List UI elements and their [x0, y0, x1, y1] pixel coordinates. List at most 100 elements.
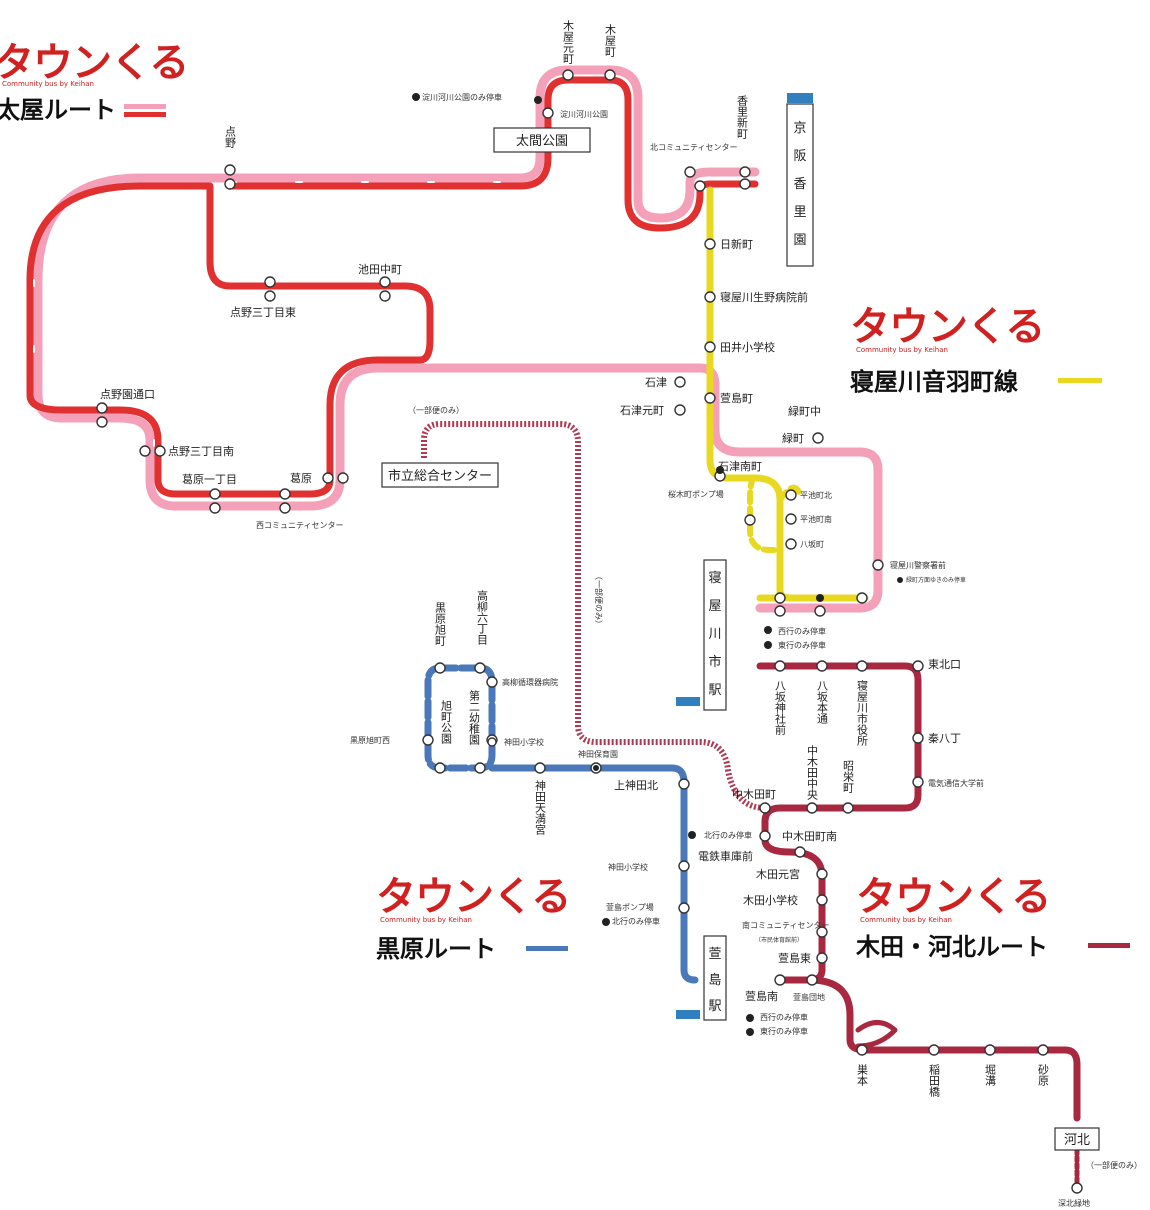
svg-text:寝: 寝 [708, 570, 721, 586]
stop-ikeda-2 [379, 290, 391, 302]
label-shimeno3s: 点野三丁目南 [168, 445, 234, 458]
label-sumimoto: 巣本 [856, 1064, 869, 1087]
shiritsu-note: （一部便のみ） [408, 405, 464, 415]
stop-asahi-park [422, 734, 434, 746]
label-inamoto: 稲田橋 [928, 1064, 941, 1098]
half-marker-2 [534, 96, 542, 104]
half-marker-4 [816, 594, 824, 602]
half-marker-6 [764, 641, 772, 649]
brand-tawara: タウンくる [0, 40, 188, 86]
label-ikeda: 池田中町 [358, 263, 402, 276]
label-horimizo: 堀溝 [984, 1064, 997, 1087]
label-kitacomm: 北コミュニティセンター [650, 143, 738, 152]
svg-text:萱: 萱 [708, 947, 721, 962]
stop-inamoto [928, 1044, 940, 1056]
stop-nakakida [759, 802, 771, 814]
stop-ryokuchi [1071, 1182, 1083, 1194]
label-kounda-sho2: 神田小学校 [608, 862, 648, 872]
stop-hachiban [785, 538, 797, 550]
label-sunahara: 砂原 [1037, 1064, 1050, 1086]
stop-kayaminami [774, 974, 786, 986]
label-kiyamachi: 木屋町 [604, 24, 617, 57]
stop-takagi-hosp [486, 676, 498, 688]
legend-kida: タウンくる Community bus by Keihan 木田・河北ルート [855, 874, 1130, 961]
stop-kuroasahi-1 [434, 662, 446, 674]
stop-kourien-1 [739, 166, 751, 178]
stop-shimeno3-2 [264, 290, 276, 302]
middle-connector [421, 421, 766, 811]
legend-bar-kurohara [526, 946, 568, 951]
kawakita-box [1054, 1127, 1100, 1151]
stop-kourien-2 [739, 178, 751, 190]
half-marker-7 [688, 831, 696, 839]
stop-kuro-west-1 [434, 762, 446, 774]
route-name-kurohara: 黒原ルート [376, 935, 496, 963]
stop-sunahara [1037, 1044, 1049, 1056]
label-kounda-kita: 上神田北 [614, 778, 658, 792]
stop-kounda-sho [487, 737, 497, 747]
half-marker-3 [716, 466, 724, 474]
stop-neya-city [856, 660, 868, 672]
label-tenman: 神田天満宮 [534, 779, 547, 836]
brand-kida: タウンくる [856, 874, 1050, 920]
shiritsu-box [381, 462, 499, 488]
label-nishicomm: 西コミュニティセンター [256, 521, 344, 530]
stop-kidasho [816, 894, 828, 906]
stop-neya-2 [774, 605, 786, 617]
stop-tenman [534, 762, 546, 774]
label-shimeno3: 点野三丁目東 [230, 306, 296, 319]
brand-sub-tawara: Community bus by Keihan [2, 80, 94, 88]
label-shimeno: 点野 [224, 126, 237, 148]
stop-gate-2 [96, 416, 108, 428]
stop-yasaka-jinja [774, 660, 786, 672]
label-yodogawa: 淀川河川公園 [560, 109, 608, 119]
label-takagi6: 高柳六丁目 [476, 589, 489, 645]
stop-shimeno3s-1 [139, 445, 151, 457]
svg-text:川: 川 [708, 627, 721, 642]
label-kayacho: 萱島町 [720, 391, 753, 405]
stop-kayahara1-2 [209, 502, 221, 514]
label-kayahara: 葛原 [290, 472, 312, 485]
stop-yodogawa [542, 107, 554, 119]
svg-text:香: 香 [793, 177, 806, 192]
otowa-loop-dashed [747, 475, 783, 553]
partial-stop-markers [412, 93, 903, 1036]
legend-otowa: タウンくる Community bus by Keihan 寝屋川音羽町線 [850, 304, 1102, 396]
svg-text:駅: 駅 [708, 683, 721, 698]
svg-text:阪: 阪 [793, 149, 806, 164]
brand-sub-kida: Community bus by Keihan [860, 916, 952, 924]
connector-striped-line [421, 421, 766, 811]
label-minamicomm: 南コミュニティセンター [742, 920, 830, 930]
stop-kiyamachi [604, 69, 616, 81]
stop-police [872, 559, 884, 571]
label-hata8: 秦八丁 [928, 731, 961, 745]
stop-seijin [704, 291, 716, 303]
label-ishizu: 石津 [645, 376, 667, 389]
svg-text:駅: 駅 [708, 999, 721, 1014]
label-ishizu-minami: 石津南町 [718, 460, 762, 473]
label-hoiku: 神田保育園 [578, 749, 618, 759]
stop-neya-4 [856, 592, 868, 604]
stop-takagi6 [474, 662, 486, 674]
stop-midori [812, 432, 824, 444]
neyagawa-label: 寝 屋 川 市 駅 [708, 570, 721, 698]
label-kiyamotomachi: 木屋元町 [562, 20, 575, 64]
kayashima-label: 萱 島 駅 [708, 947, 721, 1014]
stop-nishicomm-1 [279, 488, 291, 500]
neyagawa-tag [676, 697, 700, 706]
kourien-label: 京 阪 香 里 園 [793, 121, 806, 248]
stop-kayahigashi [816, 952, 828, 964]
kourien-box [786, 103, 814, 267]
stop-kayadanchi [806, 974, 818, 986]
kawakita-label: 河北 [1064, 1133, 1090, 1148]
label-kayahara1: 葛原一丁目 [182, 473, 237, 486]
stop-densha [794, 846, 806, 858]
tawara-direction-marks [33, 181, 521, 501]
label-seijin: 寝屋川生野病院前 [720, 290, 808, 304]
kida-main-line [761, 836, 1081, 1122]
label-minamicomm-note: （市民体育館前） [755, 936, 803, 944]
brand-sub-kurohara: Community bus by Keihan [380, 916, 472, 924]
legend-kurohara: タウンくる Community bus by Keihan 黒原ルート [376, 874, 571, 963]
stop-yasaka-hon [816, 660, 828, 672]
stop-ishizu [674, 376, 686, 388]
